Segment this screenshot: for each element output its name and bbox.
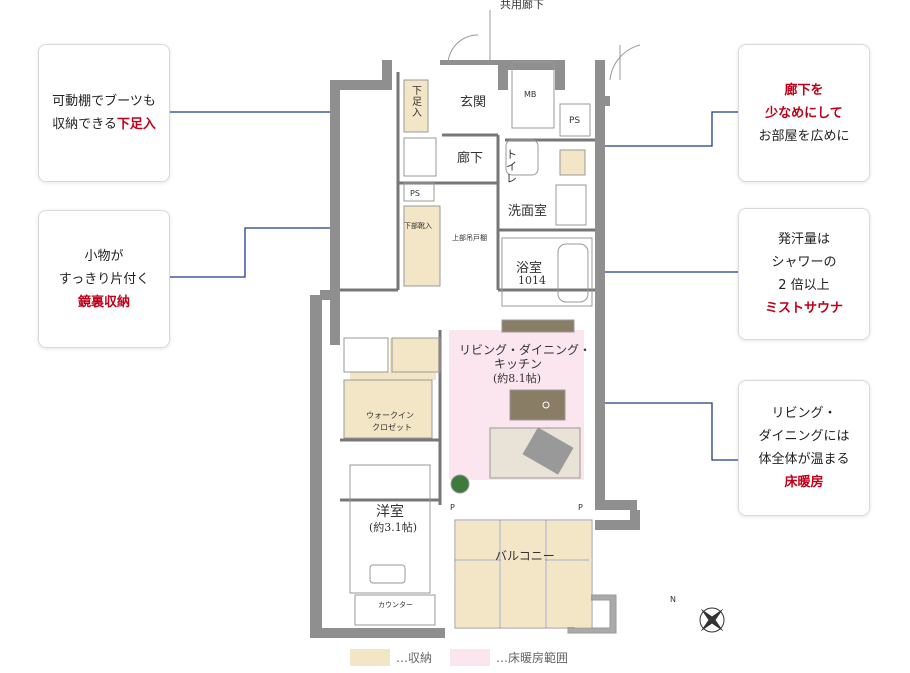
legend-heating: …床暖房範囲	[450, 649, 568, 666]
label-shoe-storage: 下足入	[412, 86, 422, 119]
legend-storage: …収納	[350, 649, 432, 666]
label-counter: カウンター	[378, 600, 413, 609]
label-toilet: トイレ	[506, 148, 517, 185]
label-bath: 浴室	[516, 260, 542, 276]
callout-mirror-storage: 小物が すっきり片付く 鏡裏収納	[38, 210, 170, 348]
label-p-right: P	[578, 503, 583, 512]
label-lower-shoe: 下部靴入	[404, 221, 432, 230]
callout-mist-sauna: 発汗量は シャワーの 2 倍以上 ミストサウナ	[738, 208, 870, 340]
label-ldk: リビング・ダイニング・	[459, 342, 591, 357]
svg-text:N: N	[670, 595, 676, 604]
label-bath-size: 1014	[518, 274, 546, 287]
label-entrance: 玄関	[460, 95, 486, 110]
label-common-corridor: 共用廊下	[500, 0, 544, 11]
compass-icon: N	[670, 595, 725, 633]
label-balcony: バルコニー	[495, 549, 555, 563]
label-p-left: P	[450, 503, 455, 512]
label-walkin: ウォークイン	[366, 411, 414, 420]
storage-areas	[344, 80, 585, 438]
label-mb: MB	[524, 90, 536, 99]
callout-hallway: 廊下を 少なめにして お部屋を広めに	[738, 44, 870, 182]
callout-shoe-storage: 可動棚でブーツも 収納できる下足入	[38, 44, 170, 182]
label-ldk-kitchen: キッチン	[494, 357, 542, 371]
label-upper-cabinet: 上部吊戸棚	[452, 233, 487, 242]
legend-heating-swatch	[450, 649, 490, 666]
interior-walls	[340, 72, 595, 505]
label-ldk-size: (約8.1帖)	[493, 371, 541, 385]
label-western-size: (約3.1帖)	[369, 520, 417, 534]
label-ps-mid: PS	[410, 189, 420, 198]
label-washroom: 洗面室	[508, 203, 547, 219]
label-western-room: 洋室	[376, 503, 404, 520]
label-hallway: 廊下	[457, 150, 483, 166]
callout-floor-heating: リビング・ ダイニングには 体全体が温まる 床暖房	[738, 380, 870, 516]
legend-storage-swatch	[350, 649, 390, 666]
label-walkin-closet: クロゼット	[372, 422, 412, 432]
label-ps-top: PS	[569, 116, 580, 126]
